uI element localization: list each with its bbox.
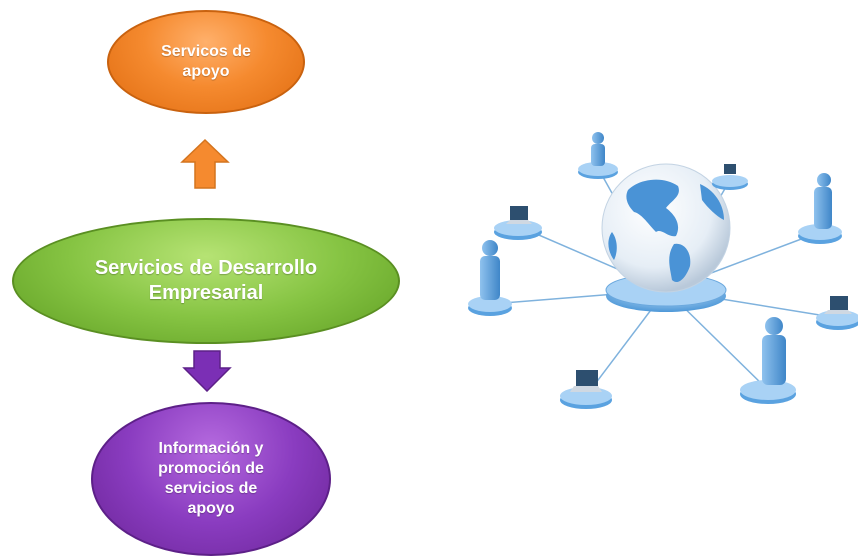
node-servicios-desarrollo-empresarial-label: Servicios de Desarrollo Empresarial bbox=[94, 257, 318, 304]
node-informacion-promocion-label: Información y promoción de servicios de … bbox=[158, 440, 264, 517]
arrow-up-icon bbox=[180, 138, 230, 189]
node-informacion-promocion: Información y promoción de servicios de … bbox=[91, 402, 331, 556]
node-servicios-de-apoyo-label: Servicos de apoyo bbox=[161, 43, 251, 80]
node-servicios-de-apoyo: Servicos de apoyo bbox=[107, 10, 305, 114]
globe-network-icon bbox=[468, 128, 858, 426]
node-servicios-desarrollo-empresarial: Servicios de Desarrollo Empresarial bbox=[12, 218, 400, 344]
arrow-down-icon bbox=[182, 350, 232, 392]
